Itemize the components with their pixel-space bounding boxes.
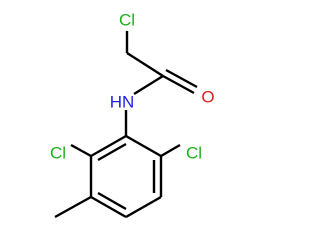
oxygen-label: O bbox=[201, 88, 214, 107]
atom-labels: Cl HN O Cl Cl bbox=[50, 11, 215, 163]
ring-bond-c4-c5 bbox=[125, 195, 162, 219]
chlorine-label-right: Cl bbox=[186, 144, 202, 163]
ring-inner-bond-1 bbox=[97, 142, 127, 162]
bond-ring-cl-left bbox=[70, 143, 92, 158]
chlorine-label-top: Cl bbox=[119, 11, 135, 30]
chlorine-label-left: Cl bbox=[50, 144, 66, 163]
bond-ring-cl-right bbox=[160, 143, 181, 158]
structural-formula-diagram: Cl HN O Cl Cl bbox=[50, 11, 215, 219]
ring-bond-c3-c4 bbox=[90, 195, 127, 219]
nitrogen-label: HN bbox=[110, 93, 135, 112]
bond-ch2-carbonyl bbox=[126, 51, 164, 78]
ring-bond-c6-c1 bbox=[125, 134, 162, 158]
bond-carbonyl-oxygen-1 bbox=[162, 74, 195, 95]
bond-carbonyl-oxygen-2 bbox=[165, 68, 198, 89]
ring-bond-c1-c2 bbox=[90, 134, 127, 158]
bond-ring-methyl bbox=[54, 195, 92, 219]
bond-lines bbox=[54, 31, 198, 219]
bond-carbonyl-nh bbox=[133, 74, 164, 96]
ring-inner-bond-2 bbox=[97, 191, 127, 211]
